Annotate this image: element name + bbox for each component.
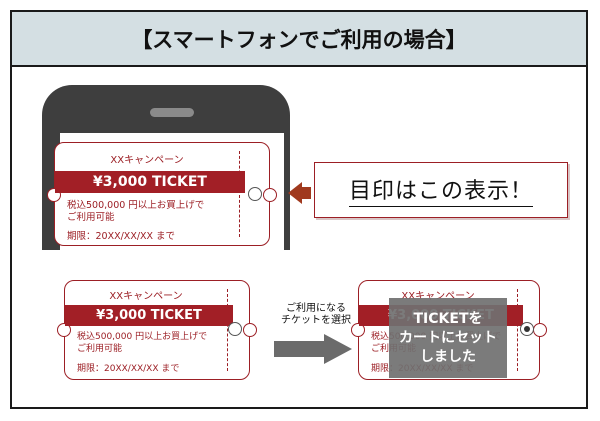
ticket-campaign: XXキャンペーン [401, 291, 475, 302]
overlay-line2: カートにセット [399, 329, 497, 346]
section-title-text: 【スマートフォンでご利用の場合】 [131, 26, 467, 52]
ticket-radio-phone[interactable] [248, 187, 262, 201]
ticket-notch-right [243, 323, 257, 337]
ticket-condition-line2: ご利用可能 [77, 344, 123, 354]
callout-text: 目印はこの表示！ [348, 173, 533, 207]
ticket-before: XXキャンペーン ¥3,000 TICKET 税込500,000 円以上お買上げ… [57, 280, 257, 380]
callout-box: 目印はこの表示！ [314, 162, 568, 218]
radio-dot [524, 326, 530, 332]
illustration-frame: 【スマートフォンでご利用の場合】 XXキャンペーン ¥3,000 TICKET … [10, 10, 588, 409]
cart-set-overlay: TICKETを カートにセット しました [389, 298, 507, 378]
ticket-condition-line1: 税込500,000 円以上お買上げで [67, 200, 205, 211]
ticket-perforation [517, 289, 518, 371]
ticket-condition-line1: 税込500,000 円以上お買上げで [77, 332, 208, 342]
overlay-line3: しました [420, 348, 476, 365]
ticket-perforation [227, 289, 228, 371]
ticket-campaign: XXキャンペーン [109, 291, 183, 302]
ticket-on-phone: XXキャンペーン ¥3,000 TICKET 税込500,000 円以上お買上げ… [47, 142, 277, 246]
ticket-expiry: 期限：20XX/XX/XX まで [67, 231, 176, 242]
section-title: 【スマートフォンでご利用の場合】 [12, 12, 586, 67]
ticket-perforation [239, 151, 240, 237]
ticket-radio-unselected[interactable] [228, 322, 242, 336]
ticket-condition: 税込500,000 円以上お買上げで ご利用可能 [77, 331, 207, 355]
ticket-notch-left [351, 323, 365, 337]
ticket-expiry: 期限：20XX/XX/XX まで [77, 364, 180, 374]
right-arrow-icon [274, 334, 352, 364]
overlay-line1: TICKETを [413, 310, 483, 327]
ticket-condition: 税込500,000 円以上お買上げで ご利用可能 [67, 200, 204, 224]
ticket-amount: ¥3,000 TICKET [65, 305, 233, 326]
ticket-campaign: XXキャンペーン [110, 155, 184, 166]
ticket-notch-right [263, 188, 277, 202]
ticket-notch-right [533, 323, 547, 337]
process-label: ご利用になる チケットを選択 [266, 303, 366, 327]
phone-speaker [150, 108, 194, 117]
callout-arrow-stem [301, 187, 311, 199]
ticket-amount: ¥3,000 TICKET [55, 171, 245, 193]
process-label-line1: ご利用になる [286, 303, 346, 314]
ticket-notch-left [57, 323, 71, 337]
ticket-condition-line2: ご利用可能 [67, 212, 115, 223]
ticket-radio-selected[interactable] [520, 322, 534, 336]
process-label-line2: チケットを選択 [281, 315, 351, 326]
callout-arrow-icon [288, 182, 302, 204]
